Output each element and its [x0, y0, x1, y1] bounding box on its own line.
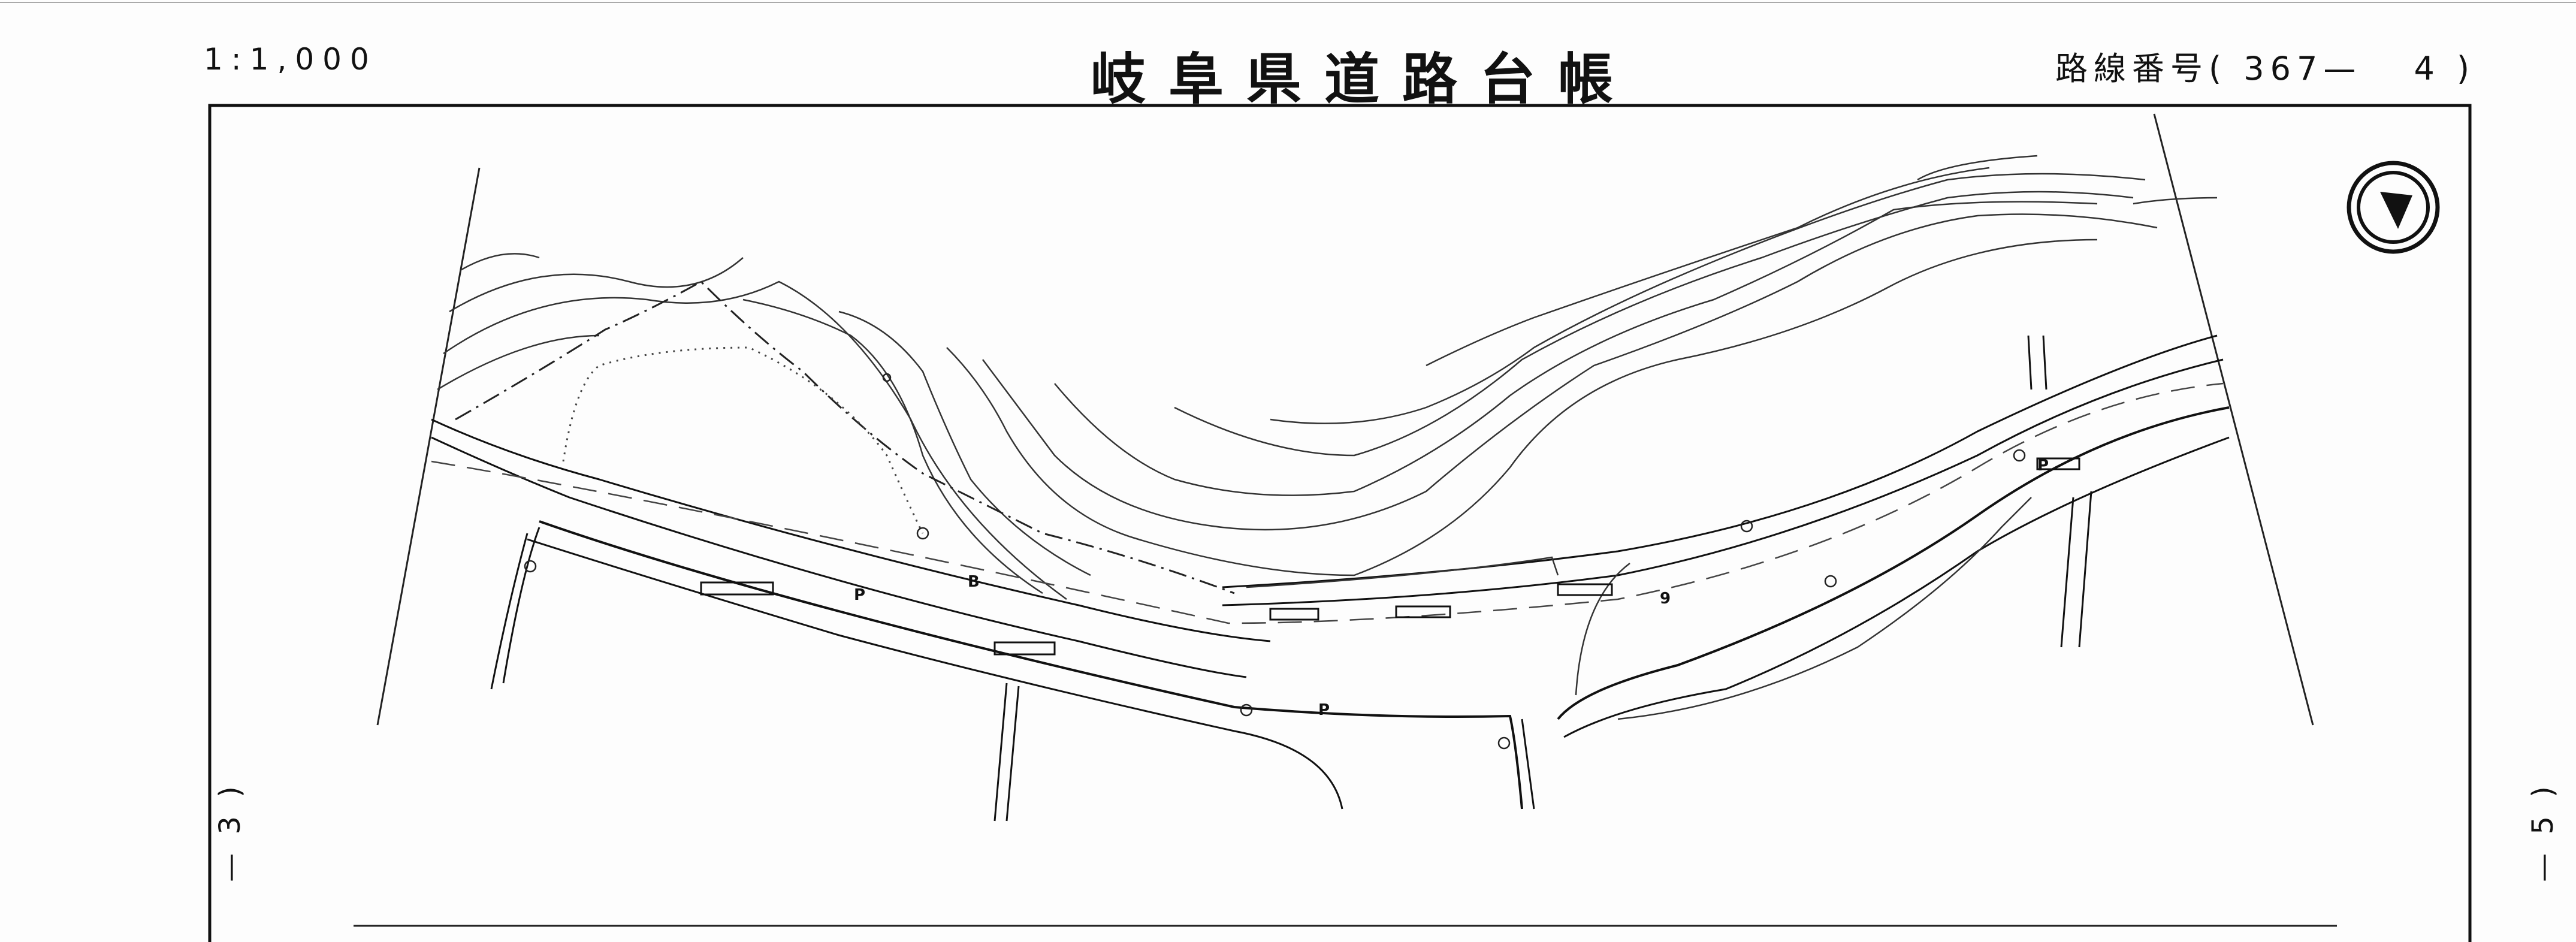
- road-marker-b: B: [968, 573, 980, 591]
- road-centerline: [431, 382, 2224, 624]
- road-edges: [431, 334, 2230, 810]
- road-marker-p: P: [2037, 457, 2049, 475]
- route-close: ): [2457, 50, 2476, 87]
- contour-lines: [437, 155, 2218, 600]
- road-marker-p: P: [1318, 701, 1330, 719]
- map-frame: [208, 104, 2472, 942]
- dotted-boundary: [562, 346, 924, 534]
- lot-lines: [1246, 497, 2032, 720]
- left-boundary-line: [376, 167, 481, 726]
- road-marker-9: 9: [1660, 590, 1671, 608]
- page-title: 岐阜県道路台帳: [1091, 47, 1636, 111]
- crosswalk-marks: [700, 457, 2080, 656]
- route-label: 路線番号(: [2055, 50, 2228, 87]
- sheet-number: 4: [2414, 50, 2441, 87]
- side-roads: [490, 335, 2092, 822]
- north-arrow-icon: [2347, 161, 2440, 254]
- route-number-value: 367—: [2243, 50, 2362, 87]
- property-boundary: [455, 280, 1235, 594]
- right-boundary-line: [2153, 113, 2314, 726]
- route-number: 路線番号( 367— 4 ): [2055, 42, 2475, 89]
- road-marker-p: P: [854, 586, 866, 604]
- utility-markers: [524, 373, 2026, 750]
- map-scale: 1:1,000: [204, 42, 378, 77]
